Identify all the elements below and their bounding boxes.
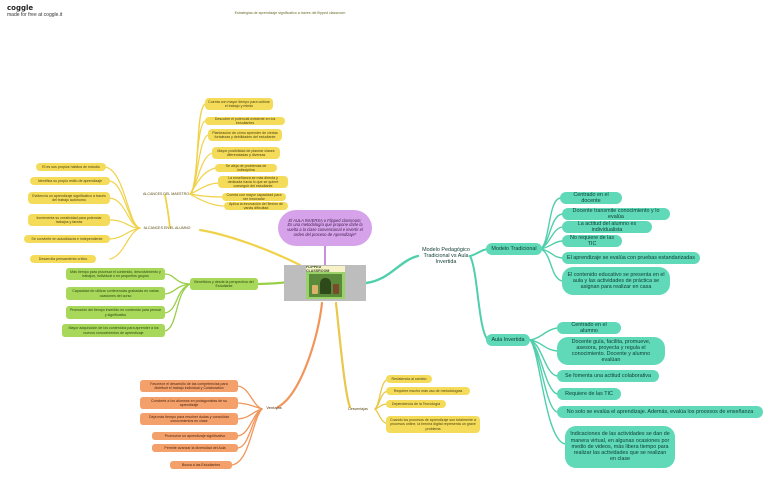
invertida-item-6[interactable]: Indicaciones de las actividades se dan d… [565,426,675,468]
maestro-item-7[interactable]: Cuenta con mayor capacidad para ser inno… [222,193,286,201]
alumno-item-1[interactable]: El es sus propios hábitos de estudio [36,163,106,171]
maestro-item-8[interactable]: Aplica la innovación del flexion de vari… [224,202,288,210]
coggle-tagline[interactable]: made for free at coggle.it [7,12,63,18]
desventaja-item-3[interactable]: Dependencia de la Tecnología [386,400,446,408]
tradicional-item-2[interactable]: Docente transmite conocimiento y lo eval… [562,208,670,220]
desventaja-item-1[interactable]: Resistencia al cambio [386,375,432,383]
beneficios-label[interactable]: Beneficios y desde la perspectiva del Es… [190,278,258,290]
alcances-alumno-label[interactable]: ALCANCES EN EL ALUMNO [143,226,191,231]
beneficio-item-2[interactable]: Capacidad de utilizar conferencias graba… [66,287,165,300]
maestro-item-3[interactable]: Planteación de cómo aprender de ciertas … [208,129,282,141]
invertida-item-3[interactable]: Se fomenta una actitud colaborativa [557,370,659,382]
student-figure-icon [312,285,318,294]
modelo-comparacion-label[interactable]: Modelo Pedagógico Tradicional vs Aula In… [422,246,470,266]
definition-node[interactable]: El AULA INVERSA o Flipped classroom: Es … [278,210,372,246]
central-image[interactable]: FLIPPED CLASSROOM [306,266,345,299]
desventajas-label[interactable]: Desventajas [348,407,368,412]
invertida-item-4[interactable]: Requiere de las TIC [557,388,621,400]
ventajas-label[interactable]: Ventajas [266,405,282,411]
ventaja-item-3[interactable]: Deja más tiempo para resolver dudas y co… [140,413,238,425]
beneficio-item-1[interactable]: Más tiempo para procesar el contenido, d… [66,268,165,280]
maestro-item-4[interactable]: Mayor posibilidad de planear clases dife… [212,147,280,159]
tradicional-item-6[interactable]: El contenido educativo se presenta en el… [562,267,670,295]
tradicional-item-5[interactable]: El aprendizaje se evalúa con pruebas est… [562,252,700,264]
aula-invertida-node[interactable]: Aula Invertida [486,334,530,346]
tradicional-item-3[interactable]: La actitud del alumno es individualista [562,221,652,233]
modelo-tradicional-node[interactable]: Modelo Tradicional [486,243,542,255]
desventaja-item-4[interactable]: Cuando los procesos de aprendizaje son t… [386,416,480,433]
maestro-item-1[interactable]: Cuenta con mayor tiempo para cultivar el… [205,98,273,110]
ventaja-item-2[interactable]: Convierte a los alumnos en protagonistas… [140,397,238,409]
beneficio-item-4[interactable]: Mayor adquisición de los contenidos para… [62,324,165,337]
desventaja-item-2[interactable]: Requiere mucho más uso de metodologías [386,387,470,395]
alcances-maestro-label[interactable]: ALCANCES DEL MAESTRO [143,191,189,196]
alumno-item-2[interactable]: Identifica su propio estilo de aprendiza… [30,177,110,185]
ventaja-item-6[interactable]: Busca a las Estudiantes [170,461,232,469]
tradicional-item-4[interactable]: No requiere de las TIC [562,235,622,247]
maestro-item-5[interactable]: Se aleja de problemas de indisciplina [215,164,277,172]
alumno-item-3[interactable]: Evidencia un aprendizaje significativo a… [28,192,110,204]
invertida-item-1[interactable]: Centrado en el alumno [557,322,621,334]
maestro-item-2[interactable]: Descubre el potencial existente en los e… [205,117,285,125]
central-image-caption: FLIPPED CLASSROOM [306,266,345,273]
ventaja-item-5[interactable]: Permite avanzar la diversidad del Aula [152,444,238,452]
map-title: Estrategias de aprendizaje significativo… [234,11,346,15]
alumno-item-5[interactable]: Se convierte en autodidacta e independie… [24,235,110,243]
ventaja-item-4[interactable]: Promueve un aprendizaje significativo [152,432,238,440]
coggle-logo[interactable]: coggle [7,4,34,12]
maestro-item-6[interactable]: La enseñanza se más directa y dedicada h… [218,176,288,188]
alumno-item-4[interactable]: Incrementa su creatividad para potenciar… [28,214,110,226]
beneficio-item-3[interactable]: Promoción del tiempo invertido en conten… [66,306,165,319]
invertida-item-2[interactable]: Docente guía, facilita, promueve, asesor… [557,337,665,365]
tradicional-item-1[interactable]: Centrado en el docente [560,192,622,204]
ventaja-item-1[interactable]: Favorece el desarrollo de las competenci… [140,380,238,392]
invertida-item-5[interactable]: No solo se evalúa el aprendizaje. Además… [557,406,763,418]
teacher-figure-icon [320,278,331,294]
alumno-item-6[interactable]: Desarrolla pensamiento crítico [30,255,96,263]
desk-icon [333,284,339,294]
